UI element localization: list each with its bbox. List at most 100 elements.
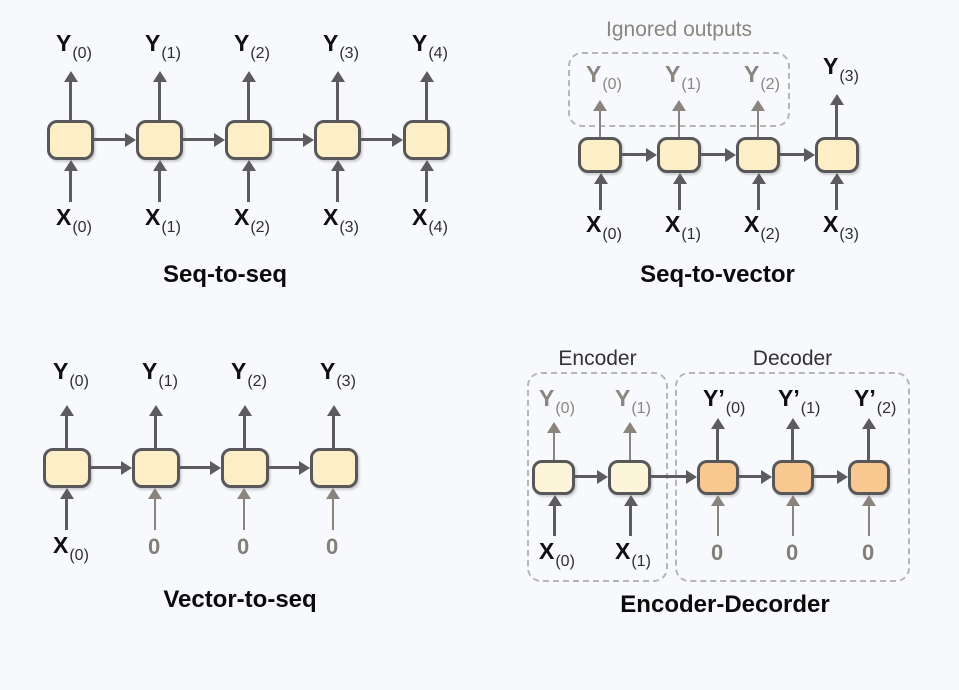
panel-title: Seq-to-vector [640, 261, 795, 288]
output-label: Y(3) [323, 32, 359, 62]
recurrent-arrow-right-icon [269, 460, 310, 475]
rnn-cell [47, 120, 94, 160]
input-label-sub: (1) [681, 226, 701, 243]
recurrent-arrow-right-icon [272, 132, 314, 147]
output-label-main: Y’ [854, 385, 876, 411]
rnn-cell [736, 137, 780, 173]
recurrent-arrow-right-icon [180, 460, 221, 475]
output-label-sub: (1) [800, 400, 821, 417]
input-label-sub: (3) [839, 226, 859, 243]
ignored-output-arrow-up-icon [547, 422, 561, 460]
input-label-sub: (0) [555, 553, 575, 570]
input-label-sub: (0) [69, 547, 89, 564]
input-label-main: X [615, 538, 631, 564]
input-arrow-up-icon [152, 160, 167, 202]
seq-to-vector-panel: Ignored outputs Y(0) Y(1) Y(2) Y(3) X(0)… [520, 15, 945, 305]
output-label: Y’(0) [703, 387, 745, 417]
input-label: X(3) [823, 213, 859, 243]
ignored-output-arrow-up-icon [672, 100, 686, 137]
output-label-main: Y [56, 30, 72, 56]
input-label-sub: (3) [339, 219, 359, 236]
input-label-main: X [823, 211, 839, 237]
output-arrow-up-icon [237, 405, 252, 448]
output-label-main: Y [665, 61, 681, 87]
input-label-sub: (2) [760, 226, 780, 243]
input-arrow-up-icon [241, 160, 256, 202]
input-label: X(1) [665, 213, 701, 243]
input-arrow-up-icon [330, 160, 345, 202]
input-arrow-up-icon [59, 488, 74, 530]
recurrent-arrow-right-icon [780, 147, 815, 162]
input-label: X(0) [539, 540, 575, 570]
panel-title: Encoder-Decorder [620, 591, 830, 618]
output-label-main: Y [412, 30, 428, 56]
output-label: Y(2) [234, 32, 270, 62]
rnn-cell [314, 120, 361, 160]
output-label: Y(4) [412, 32, 448, 62]
encoder-label: Encoder [558, 347, 637, 370]
panel-title: Vector-to-seq [163, 586, 317, 613]
output-label-main: Y’ [778, 385, 800, 411]
recurrent-arrow-right-icon [622, 147, 657, 162]
zero-input-arrow-up-icon [148, 488, 162, 530]
output-label: Y(2) [231, 360, 267, 390]
output-arrow-up-icon [330, 71, 345, 120]
input-arrow-up-icon [751, 173, 766, 210]
output-label-main: Y [615, 385, 631, 411]
encoder-cell [608, 460, 651, 495]
zero-input-label: 0 [148, 534, 161, 559]
input-label: X(0) [56, 206, 92, 236]
input-arrow-up-icon [623, 495, 638, 536]
zero-input-label: 0 [326, 534, 339, 559]
output-arrow-up-icon [241, 71, 256, 120]
decoder-label: Decoder [752, 347, 833, 370]
ignored-output-arrow-up-icon [751, 100, 765, 137]
input-label-main: X [412, 204, 428, 230]
recurrent-arrow-right-icon [361, 132, 403, 147]
output-arrow-up-icon [152, 71, 167, 120]
input-label-main: X [539, 538, 555, 564]
output-arrow-up-icon [710, 418, 725, 460]
rnn-cell [43, 448, 91, 488]
output-label: Y’(2) [854, 387, 896, 417]
output-label-sub: (0) [555, 400, 575, 417]
input-arrow-up-icon [63, 160, 78, 202]
input-label: X(0) [53, 534, 89, 564]
zero-input-arrow-up-icon [326, 488, 340, 530]
input-label-sub: (1) [631, 553, 651, 570]
ignored-outputs-label: Ignored outputs [606, 18, 752, 41]
seq-to-seq-panel: Y(0) Y(1) Y(2) Y(3) Y(4) X(0) X(1) X(2) … [25, 20, 455, 310]
input-label-sub: (2) [250, 219, 270, 236]
output-label-main: Y [539, 385, 555, 411]
output-label-sub: (0) [725, 400, 746, 417]
output-label-sub: (3) [336, 373, 356, 390]
input-label: X(1) [615, 540, 651, 570]
output-arrow-up-icon [785, 418, 800, 460]
output-label: Y(3) [823, 55, 859, 85]
input-label-main: X [665, 211, 681, 237]
output-arrow-up-icon [326, 405, 341, 448]
ignored-output-label: Y(1) [615, 387, 651, 417]
output-label-sub: (0) [72, 45, 92, 62]
output-label-sub: (2) [760, 76, 780, 93]
output-label: Y(3) [320, 360, 356, 390]
output-arrow-up-icon [419, 71, 434, 120]
zero-input-arrow-up-icon [711, 495, 725, 536]
output-label: Y(0) [53, 360, 89, 390]
rnn-cell [132, 448, 180, 488]
rnn-cell [657, 137, 701, 173]
input-label-main: X [53, 532, 69, 558]
output-label-sub: (3) [839, 68, 859, 85]
decoder-cell [697, 460, 739, 495]
output-label-sub: (1) [158, 373, 178, 390]
input-arrow-up-icon [547, 495, 562, 536]
output-label-main: Y [234, 30, 250, 56]
zero-input-arrow-up-icon [786, 495, 800, 536]
output-label-sub: (1) [161, 45, 181, 62]
output-label-main: Y [823, 53, 839, 79]
encoder-to-decoder-arrow-icon [651, 469, 697, 484]
input-arrow-up-icon [419, 160, 434, 202]
output-label-main: Y [53, 358, 69, 384]
input-label-main: X [323, 204, 339, 230]
rnn-cell [403, 120, 450, 160]
